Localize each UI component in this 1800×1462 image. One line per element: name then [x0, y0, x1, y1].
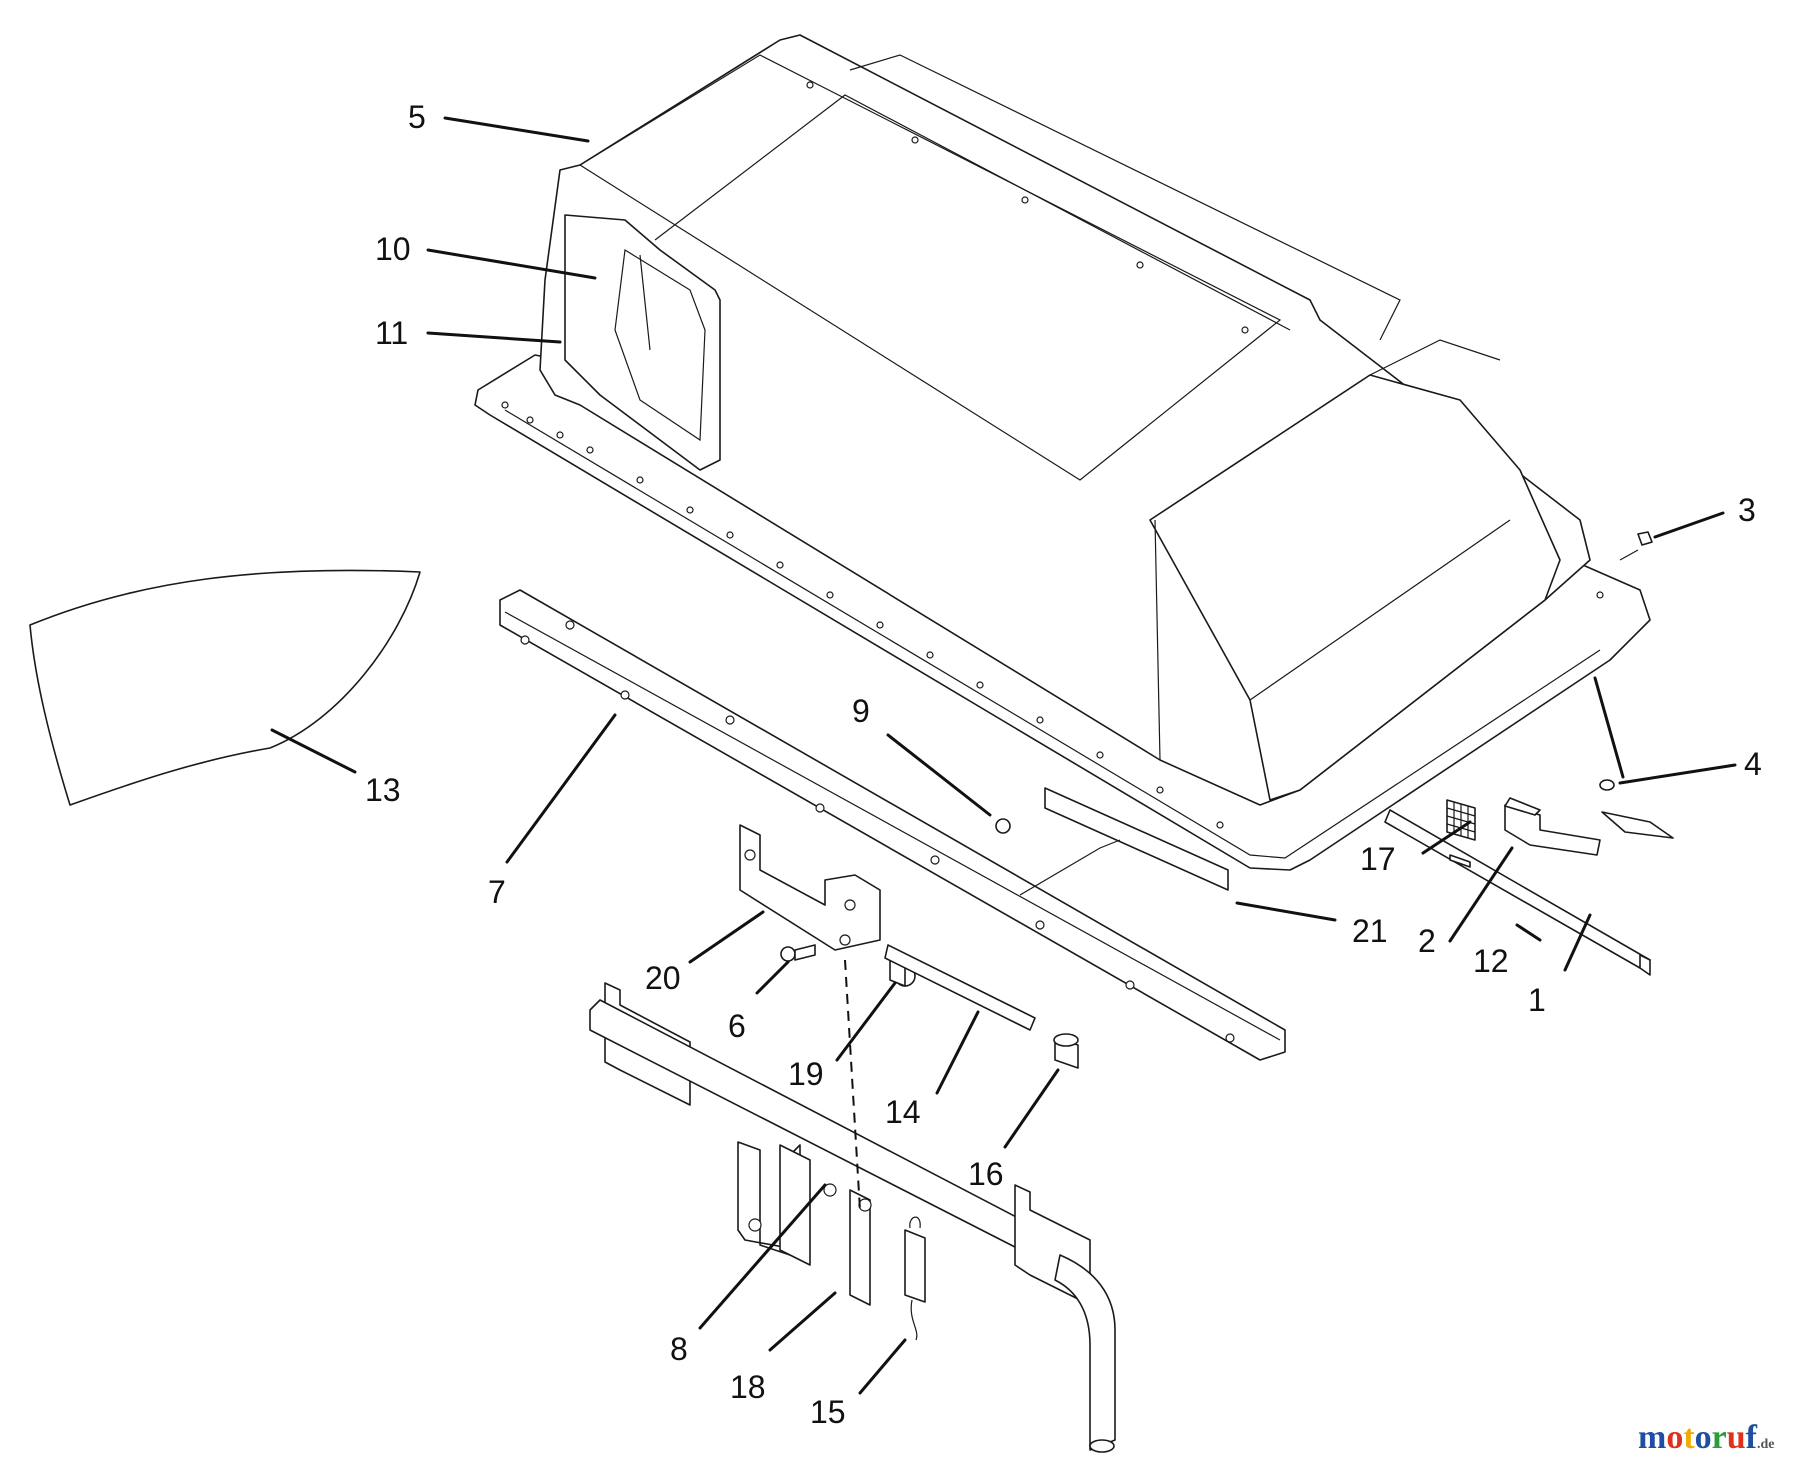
rail-part [499, 589, 1286, 1061]
callout-2: 2 [1418, 923, 1436, 959]
callout-15: 15 [810, 1394, 846, 1430]
callout-8: 8 [670, 1331, 688, 1367]
flange-holes [501, 81, 1604, 829]
callout-6: 6 [728, 1008, 746, 1044]
callout-19: 19 [788, 1056, 824, 1092]
callout-14: 14 [885, 1094, 921, 1130]
callout-13: 13 [365, 772, 401, 808]
shaft-part [884, 944, 1036, 1031]
callout-10: 10 [375, 231, 411, 267]
leader-lines [270, 116, 1737, 1395]
callout-18: 18 [730, 1369, 766, 1405]
frame-assembly-part [589, 982, 1116, 1453]
callout-20: 20 [645, 960, 681, 996]
spring-part [904, 1216, 926, 1341]
callout-labels: 5 10 11 3 4 13 7 9 17 2 12 1 21 20 6 19 … [365, 99, 1762, 1430]
callout-16: 16 [968, 1156, 1004, 1192]
chute-part [29, 569, 421, 806]
strip-part [1044, 787, 1229, 891]
bushing-part [1053, 1033, 1079, 1069]
callout-1: 1 [1528, 982, 1546, 1018]
screw-part [1619, 531, 1653, 561]
callout-7: 7 [488, 874, 506, 910]
bolt-part [780, 944, 816, 962]
washer-part [1599, 779, 1615, 791]
callout-12: 12 [1473, 943, 1509, 979]
hood-housing [474, 34, 1651, 871]
watermark-logo: motoruf.de [1638, 1419, 1775, 1456]
bracket-part [739, 824, 881, 951]
callout-3: 3 [1738, 492, 1756, 528]
callout-21: 21 [1352, 913, 1388, 949]
callout-5: 5 [408, 99, 426, 135]
callout-4: 4 [1744, 746, 1762, 782]
callout-17: 17 [1360, 841, 1396, 877]
callout-11: 11 [375, 315, 408, 351]
nut-part [995, 818, 1011, 834]
callout-9: 9 [852, 693, 870, 729]
